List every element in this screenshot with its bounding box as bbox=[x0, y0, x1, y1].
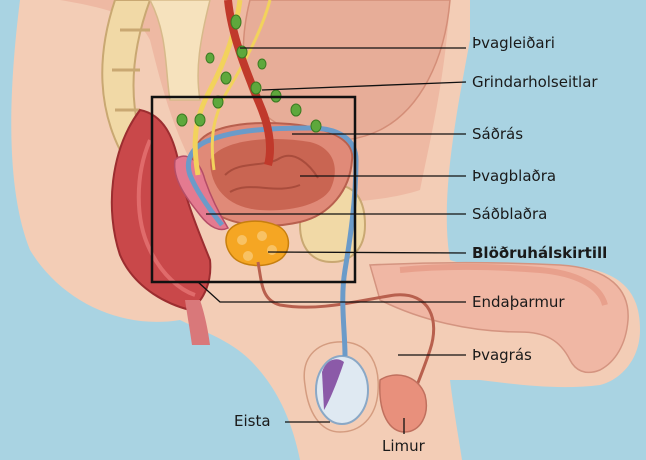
prostate bbox=[226, 221, 288, 265]
label-penis: Limur bbox=[382, 437, 425, 455]
testis bbox=[304, 342, 378, 432]
label-rectum: Endaþarmur bbox=[472, 293, 565, 311]
label-testis: Eista bbox=[234, 412, 271, 430]
label-pelvic-nodes: Grindarholseitlar bbox=[472, 73, 598, 91]
label-bladder: Þvagblaðra bbox=[472, 167, 556, 185]
label-seminal-vesicle: Sáðblaðra bbox=[472, 205, 547, 223]
label-ureter: Þvagleiðari bbox=[472, 34, 555, 52]
label-vas-deferens: Sáðrás bbox=[472, 125, 523, 143]
label-prostate: Blöðruhálskirtill bbox=[472, 244, 607, 262]
label-urethra: Þvagrás bbox=[472, 346, 532, 364]
